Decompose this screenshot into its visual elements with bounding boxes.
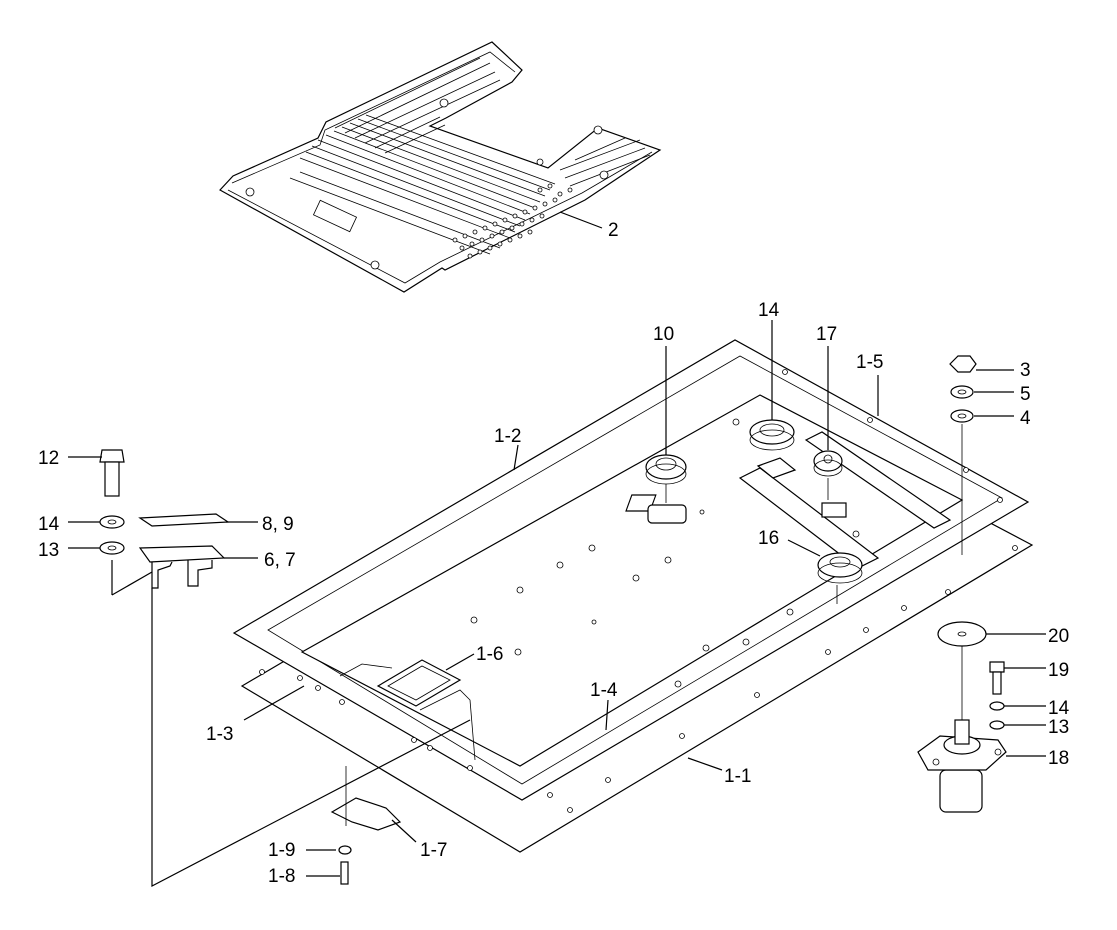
- label-1-3: 1-3: [206, 724, 233, 745]
- label-19: 19: [1048, 660, 1069, 681]
- label-1-2: 1-2: [494, 426, 521, 447]
- part-labels: 2 10 14 17 1-5 3 5 4 1-2 12 14 8, 9 13 6…: [38, 220, 1070, 887]
- label-14-top: 14: [758, 300, 780, 321]
- label-14-left: 14: [38, 514, 60, 535]
- floor-plate-frame: [232, 339, 1034, 853]
- label-1-1: 1-1: [724, 766, 751, 787]
- label-1-7: 1-7: [420, 840, 447, 861]
- label-4: 4: [1020, 408, 1031, 429]
- label-16: 16: [758, 528, 779, 549]
- label-10: 10: [653, 324, 674, 345]
- label-13-right: 13: [1048, 717, 1069, 738]
- label-2: 2: [608, 220, 619, 241]
- label-6-7: 6, 7: [264, 550, 296, 571]
- floor-mat: [219, 41, 662, 293]
- label-1-8: 1-8: [268, 866, 295, 887]
- label-8-9: 8, 9: [262, 514, 294, 535]
- grommets: [645, 419, 863, 604]
- label-13-left: 13: [38, 540, 59, 561]
- label-5: 5: [1020, 384, 1031, 405]
- label-1-9: 1-9: [268, 840, 295, 861]
- label-1-4: 1-4: [590, 680, 618, 701]
- label-12: 12: [38, 448, 59, 469]
- label-18: 18: [1048, 748, 1069, 769]
- label-17: 17: [816, 324, 837, 345]
- label-1-5: 1-5: [856, 352, 883, 373]
- right-hardware: [917, 355, 1007, 813]
- label-20: 20: [1048, 626, 1069, 647]
- label-14-right: 14: [1048, 698, 1070, 719]
- leader-lines: [68, 320, 1046, 877]
- label-1-6: 1-6: [476, 644, 503, 665]
- label-3: 3: [1020, 360, 1031, 381]
